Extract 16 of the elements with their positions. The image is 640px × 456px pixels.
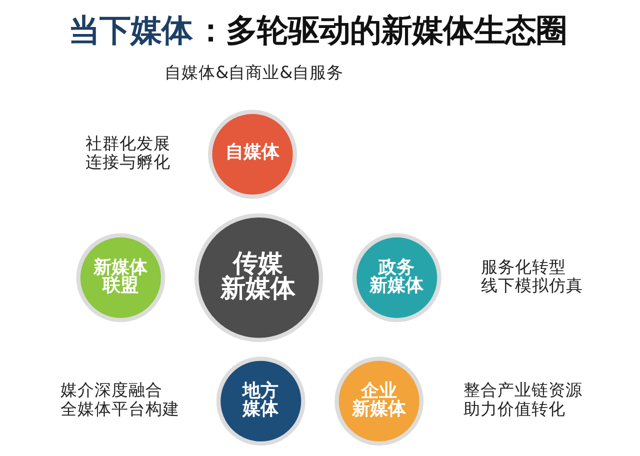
node-circle: 新媒体联盟 xyxy=(76,233,165,322)
node-label: 媒介深度融合 xyxy=(60,380,162,400)
node-circle: 地方媒体 xyxy=(216,356,305,446)
node-label: 连接与孵化 xyxy=(85,152,170,172)
node-label: 自媒体&自商业&自服务 xyxy=(164,62,344,82)
node-circle: 自媒体 xyxy=(208,110,296,199)
node-circle: 政务新媒体 xyxy=(352,233,441,322)
node-label: 社群化发展 xyxy=(85,132,170,153)
node-label: 服务化转型 xyxy=(480,256,566,276)
node-label: 助力价值转化 xyxy=(462,398,565,419)
node-circle: 传媒新媒体 xyxy=(194,213,323,342)
node-label: 全媒体平台构建 xyxy=(60,398,180,419)
diagram-title: 当下媒体：多轮驱动的新媒体生态圈 xyxy=(68,12,566,49)
node-label: 线下模拟仿真 xyxy=(480,275,583,296)
node-circle: 企业新媒体 xyxy=(334,356,424,446)
node-label: 整合产业链资源 xyxy=(462,380,582,400)
